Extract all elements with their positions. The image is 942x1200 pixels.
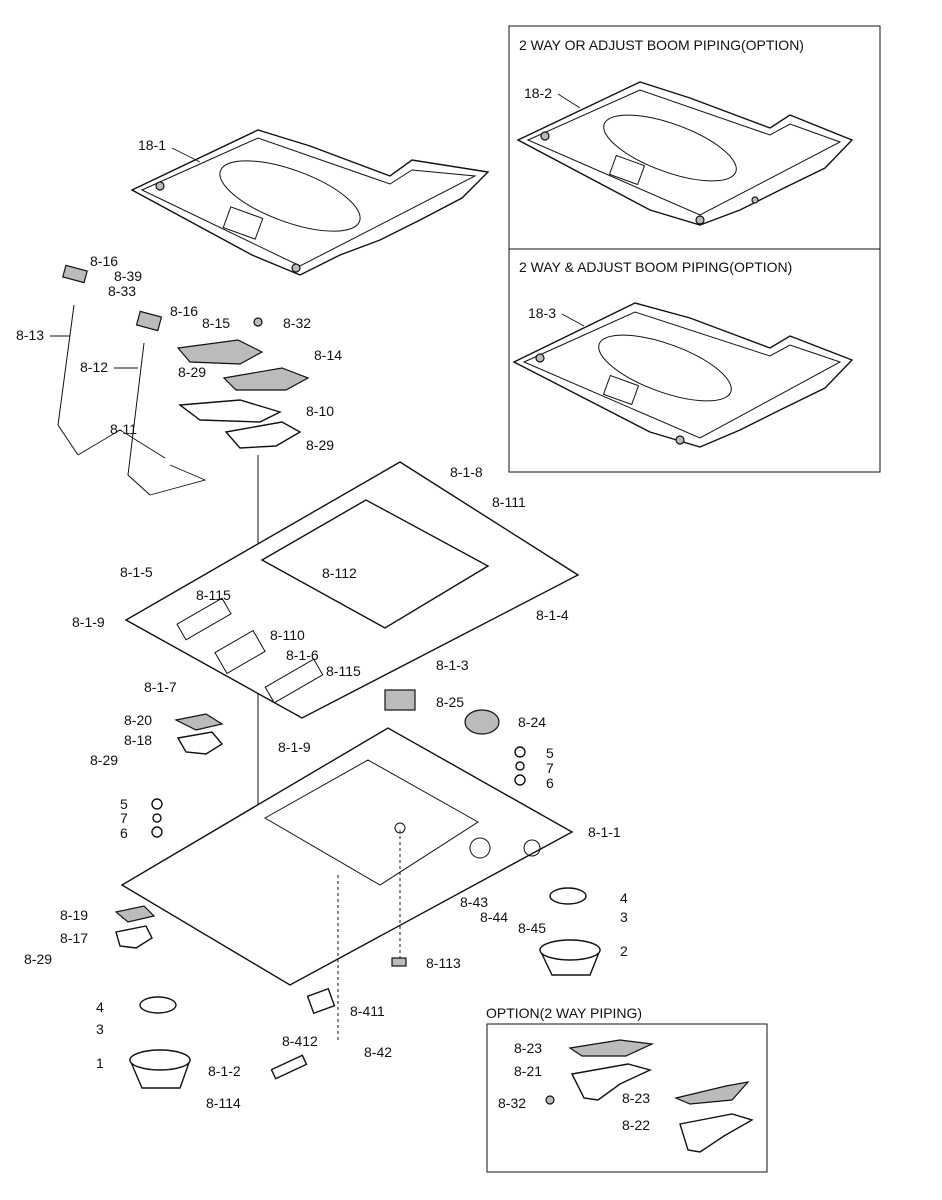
label-1: 1 [96,1055,104,1071]
label-8-114: 8-114 [206,1095,241,1111]
bracket-8-19 [114,905,156,923]
label-8-33: 8-33 [108,283,136,299]
plate-4-right [549,887,587,905]
label-18-2: 18-2 [524,85,552,101]
label-8-16-b: 8-16 [170,303,198,319]
label-8-1-8: 8-1-8 [450,464,483,480]
label-8-412: 8-412 [282,1033,318,1049]
box-title-2way-piping: OPTION(2 WAY PIPING) [486,1005,642,1021]
label-8-18: 8-18 [124,732,152,748]
label-8-32: 8-32 [283,315,311,331]
bracket-8-21 [570,1063,653,1101]
label-8-39: 8-39 [114,268,142,284]
label-6-a: 6 [120,825,128,841]
label-8-29-c: 8-29 [90,752,118,768]
label-8-44: 8-44 [480,909,508,925]
grommet-8-24 [464,709,500,735]
label-7-a: 7 [120,810,128,826]
label-8-25: 8-25 [436,694,464,710]
bracket-8-10 [224,421,302,449]
bracket-8-18 [176,731,224,755]
bracket-8-22 [679,1113,754,1153]
label-8-23-b: 8-23 [622,1090,650,1106]
label-8-22: 8-22 [622,1117,650,1133]
floor-plate-8-1-1 [120,727,574,986]
label-8-23-a: 8-23 [514,1040,542,1056]
label-18-1: 18-1 [138,137,166,153]
plate-4-left [139,996,177,1014]
bracket-8-11 [178,399,282,423]
box-title-2way-or-adjust: 2 WAY OR ADJUST BOOM PIPING(OPTION) [519,37,804,53]
label-8-11: 8-11 [110,421,137,437]
label-8-110: 8-110 [270,627,305,643]
label-8-42: 8-42 [364,1044,392,1060]
label-5-b: 5 [546,745,554,761]
label-8-112: 8-112 [322,565,357,581]
label-8-45: 8-45 [518,920,546,936]
label-8-32-b: 8-32 [498,1095,526,1111]
grommet-8-25 [384,689,416,711]
label-8-115-a: 8-115 [196,587,231,603]
floor-mat-8-1 [124,461,580,719]
label-8-1-9-b: 8-1-9 [278,739,311,755]
label-7-b: 7 [546,760,554,776]
bracket-8-17 [115,925,153,949]
label-8-1-5: 8-1-5 [120,564,153,580]
label-8-15: 8-15 [202,315,230,331]
label-8-111: 8-111 [492,494,526,510]
label-8-13: 8-13 [16,327,44,343]
option-box-2way-piping [486,1023,768,1173]
label-8-29-a: 8-29 [178,364,206,380]
bracket-8-14 [222,367,310,391]
label-4-b: 4 [96,999,104,1015]
label-8-411: 8-411 [350,1003,385,1019]
label-8-24: 8-24 [518,714,546,730]
label-8-29-b: 8-29 [306,437,334,453]
label-8-43: 8-43 [460,894,488,910]
pipe-8-13 [57,264,88,456]
label-8-1-1: 8-1-1 [588,824,621,840]
label-3-a: 3 [620,909,628,925]
cover-plate-18-3 [512,302,854,448]
label-6-b: 6 [546,775,554,791]
label-8-14: 8-14 [314,347,342,363]
cover-plate-18-1 [130,129,490,276]
label-8-1-9-a: 8-1-9 [72,614,105,630]
label-18-3: 18-3 [528,305,556,321]
option-box-boom-piping: 2 WAY OR ADJUST BOOM PIPING(OPTION) 2 WA… [508,25,881,473]
label-8-113: 8-113 [426,955,461,971]
label-8-17: 8-17 [60,930,88,946]
pipe-8-12 [127,310,163,496]
label-8-1-3: 8-1-3 [436,657,469,673]
label-8-21: 8-21 [514,1063,542,1079]
bracket-8-23-a [568,1039,655,1057]
label-5-a: 5 [120,796,128,812]
label-3-b: 3 [96,1021,104,1037]
label-8-1-7: 8-1-7 [144,679,177,695]
label-8-29-d: 8-29 [24,951,52,967]
label-8-19: 8-19 [60,907,88,923]
label-8-16-a: 8-16 [90,253,118,269]
label-8-12: 8-12 [80,359,108,375]
label-8-115-b: 8-115 [326,663,361,679]
box-title-2way-and-adjust: 2 WAY & ADJUST BOOM PIPING(OPTION) [519,259,792,275]
label-8-20: 8-20 [124,712,152,728]
label-4-a: 4 [620,890,628,906]
bracket-8-20 [174,713,224,731]
label-8-1-4: 8-1-4 [536,607,569,623]
bracket-8-23-b [674,1081,750,1105]
label-8-1-6: 8-1-6 [286,647,319,663]
cover-plate-18-2 [516,81,854,226]
bracket-8-15 [176,339,264,365]
label-8-10: 8-10 [306,403,334,419]
label-8-1-2: 8-1-2 [208,1063,241,1079]
label-2: 2 [620,943,628,959]
